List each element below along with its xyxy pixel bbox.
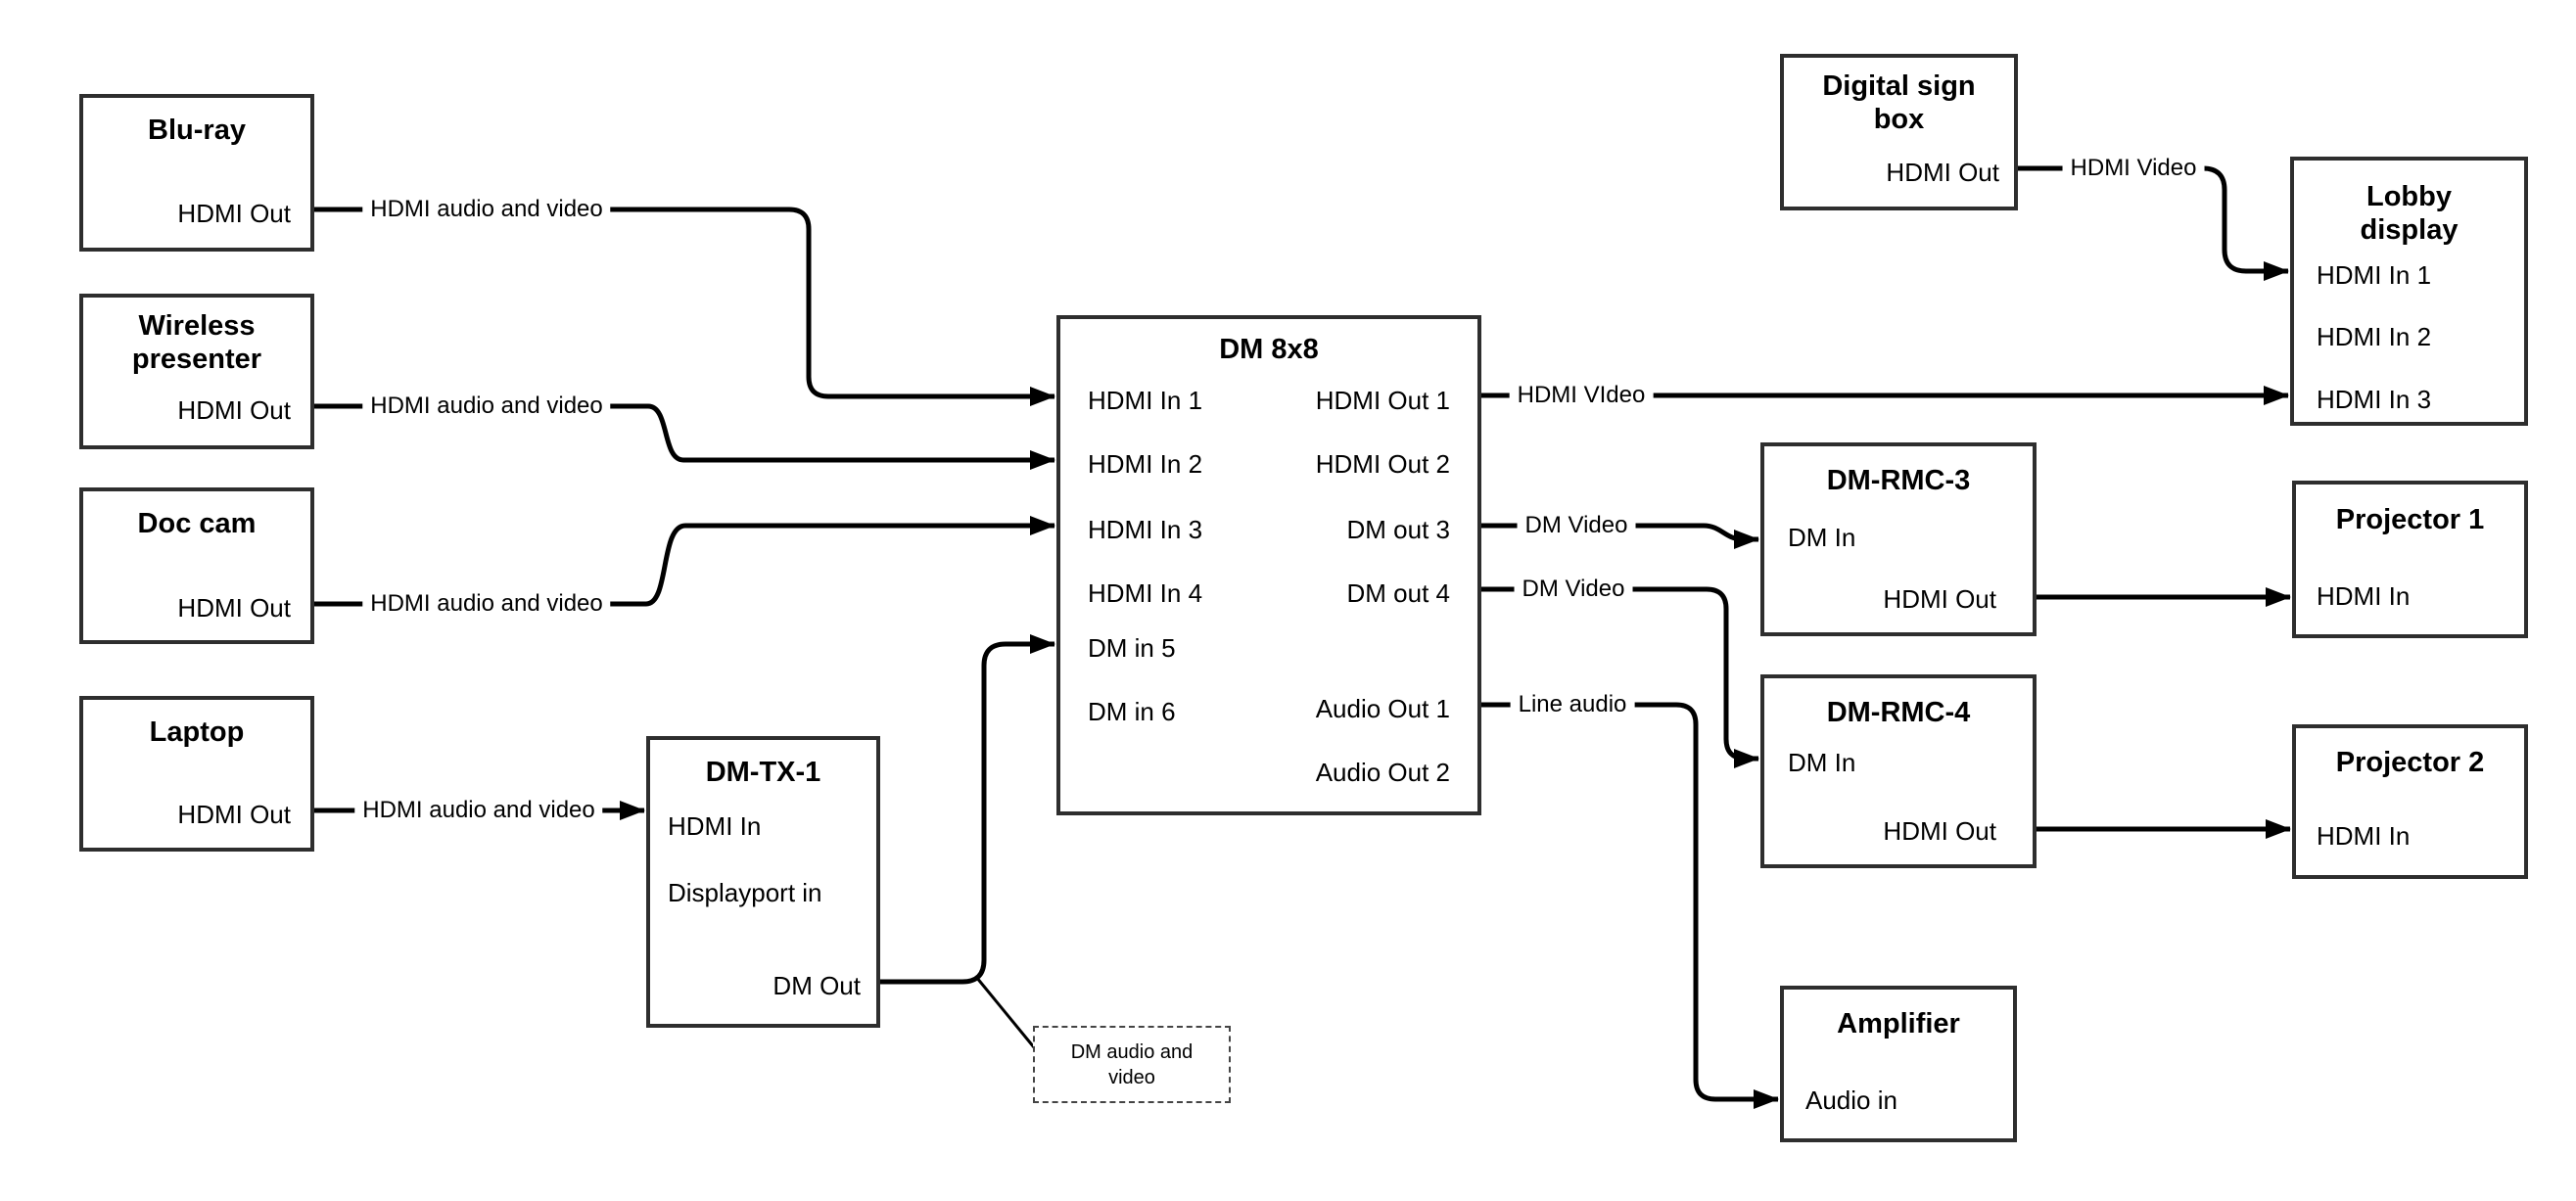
node-title: DM-RMC-4	[1826, 697, 1971, 728]
port-rmc3-hdmi-out: HDMI Out	[1883, 584, 1996, 614]
port-amplifier-audio-in: Audio in	[1805, 1086, 1897, 1115]
node-title: DM-RMC-3	[1826, 465, 1971, 496]
node-title: Digital sign box	[1822, 70, 1976, 135]
wire-label-line-audio: Line audio	[1510, 689, 1635, 720]
port-lobby-hdmi-in-3: HDMI In 3	[2317, 385, 2432, 414]
wire-doccam-to-dm8x8-in3	[314, 516, 1055, 607]
node-laptop: Laptop HDMI Out	[79, 696, 314, 852]
node-dm-8x8: DM 8x8 HDMI In 1 HDMI In 2 HDMI In 3 HDM…	[1056, 315, 1481, 815]
port-lobby-hdmi-in-2: HDMI In 2	[2317, 322, 2432, 351]
annotation-text: DM audio and video	[1070, 1040, 1194, 1088]
node-title: Doc cam	[137, 508, 257, 539]
wire-label-wireless: HDMI audio and video	[362, 391, 611, 422]
annotation-callout-line	[974, 976, 1036, 1048]
node-title: Blu-ray	[148, 115, 246, 146]
node-title: Projector 1	[2335, 504, 2485, 535]
node-digital-sign-box: Digital sign box HDMI Out	[1780, 54, 2018, 210]
port-dm8x8-audio-out-1: Audio Out 1	[1315, 694, 1450, 723]
port-dm8x8-dm-out-3: DM out 3	[1346, 515, 1451, 544]
port-dm8x8-hdmi-in-3: HDMI In 3	[1088, 515, 1203, 544]
annotation-dm-audio-and-video: DM audio and video	[1033, 1026, 1231, 1103]
node-title: Amplifier	[1837, 1008, 1960, 1039]
port-wireless-hdmi-out: HDMI Out	[177, 395, 291, 425]
node-dm-rmc-4: DM-RMC-4 DM In HDMI Out	[1760, 674, 2037, 868]
wire-dm8x8-out3-to-rmc3	[1481, 523, 1759, 549]
wire-label-bluray: HDMI audio and video	[362, 194, 611, 225]
node-title: DM 8x8	[1219, 334, 1319, 365]
node-title: Projector 2	[2335, 747, 2485, 778]
port-rmc4-dm-in: DM In	[1788, 748, 1856, 777]
node-title: Lobby display	[2360, 181, 2459, 246]
node-lobby-display: Lobby display HDMI In 1 HDMI In 2 HDMI I…	[2290, 157, 2528, 426]
wire-dm8x8-audio1-to-amplifier	[1481, 702, 1779, 1109]
node-title: DM-TX-1	[705, 757, 821, 788]
node-title: Laptop	[149, 716, 245, 748]
port-digitalsign-hdmi-out: HDMI Out	[1886, 158, 1999, 187]
node-title: Wireless presenter	[131, 310, 262, 375]
node-amplifier: Amplifier Audio in	[1780, 986, 2017, 1142]
wire-label-hdmi-video-sign: HDMI Video	[2062, 153, 2205, 184]
wire-label-hdmi-video-out1: HDMI VIdeo	[1509, 380, 1654, 411]
node-dm-rmc-3: DM-RMC-3 DM In HDMI Out	[1760, 442, 2037, 636]
port-lobby-hdmi-in-1: HDMI In 1	[2317, 260, 2432, 290]
port-dmtx1-dm-out: DM Out	[773, 971, 861, 1000]
wire-bluray-to-dm8x8-in1	[314, 207, 1055, 406]
wire-label-dm-video-out3: DM Video	[1517, 510, 1636, 541]
node-projector-2: Projector 2 HDMI In	[2292, 724, 2528, 879]
port-rmc4-hdmi-out: HDMI Out	[1883, 816, 1996, 846]
port-dm8x8-dm-in-5: DM in 5	[1088, 633, 1176, 663]
port-proj1-hdmi-in: HDMI In	[2317, 581, 2411, 611]
port-proj2-hdmi-in: HDMI In	[2317, 821, 2411, 851]
port-dm8x8-dm-out-4: DM out 4	[1346, 578, 1451, 608]
node-doc-cam: Doc cam HDMI Out	[79, 487, 314, 644]
wire-label-doccam: HDMI audio and video	[362, 588, 611, 620]
port-doccam-hdmi-out: HDMI Out	[177, 593, 291, 623]
port-dm8x8-hdmi-out-2: HDMI Out 2	[1315, 449, 1450, 479]
port-dmtx1-hdmi-in: HDMI In	[668, 811, 762, 841]
wire-label-dm-video-out4: DM Video	[1514, 574, 1633, 605]
wire-label-laptop: HDMI audio and video	[354, 795, 603, 826]
port-laptop-hdmi-out: HDMI Out	[177, 800, 291, 829]
node-wireless-presenter: Wireless presenter HDMI Out	[79, 294, 314, 449]
node-bluray: Blu-ray HDMI Out	[79, 94, 314, 252]
wire-dm8x8-out4-to-rmc4	[1481, 586, 1759, 768]
port-dmtx1-displayport-in: Displayport in	[668, 878, 822, 907]
wire-dmtx1-to-dm8x8-in5	[880, 634, 1055, 985]
wire-wireless-to-dm8x8-in2	[314, 403, 1055, 470]
port-rmc3-dm-in: DM In	[1788, 523, 1856, 552]
node-projector-1: Projector 1 HDMI In	[2292, 481, 2528, 638]
port-dm8x8-hdmi-in-4: HDMI In 4	[1088, 578, 1203, 608]
port-dm8x8-hdmi-in-2: HDMI In 2	[1088, 449, 1203, 479]
node-dm-tx-1: DM-TX-1 HDMI In Displayport in DM Out	[646, 736, 880, 1028]
port-dm8x8-hdmi-out-1: HDMI Out 1	[1315, 386, 1450, 415]
port-dm8x8-hdmi-in-1: HDMI In 1	[1088, 386, 1203, 415]
port-dm8x8-audio-out-2: Audio Out 2	[1315, 758, 1450, 787]
port-bluray-hdmi-out: HDMI Out	[177, 199, 291, 228]
port-dm8x8-dm-in-6: DM in 6	[1088, 697, 1176, 726]
wire-digitalsign-to-lobby-in1	[2018, 165, 2289, 281]
